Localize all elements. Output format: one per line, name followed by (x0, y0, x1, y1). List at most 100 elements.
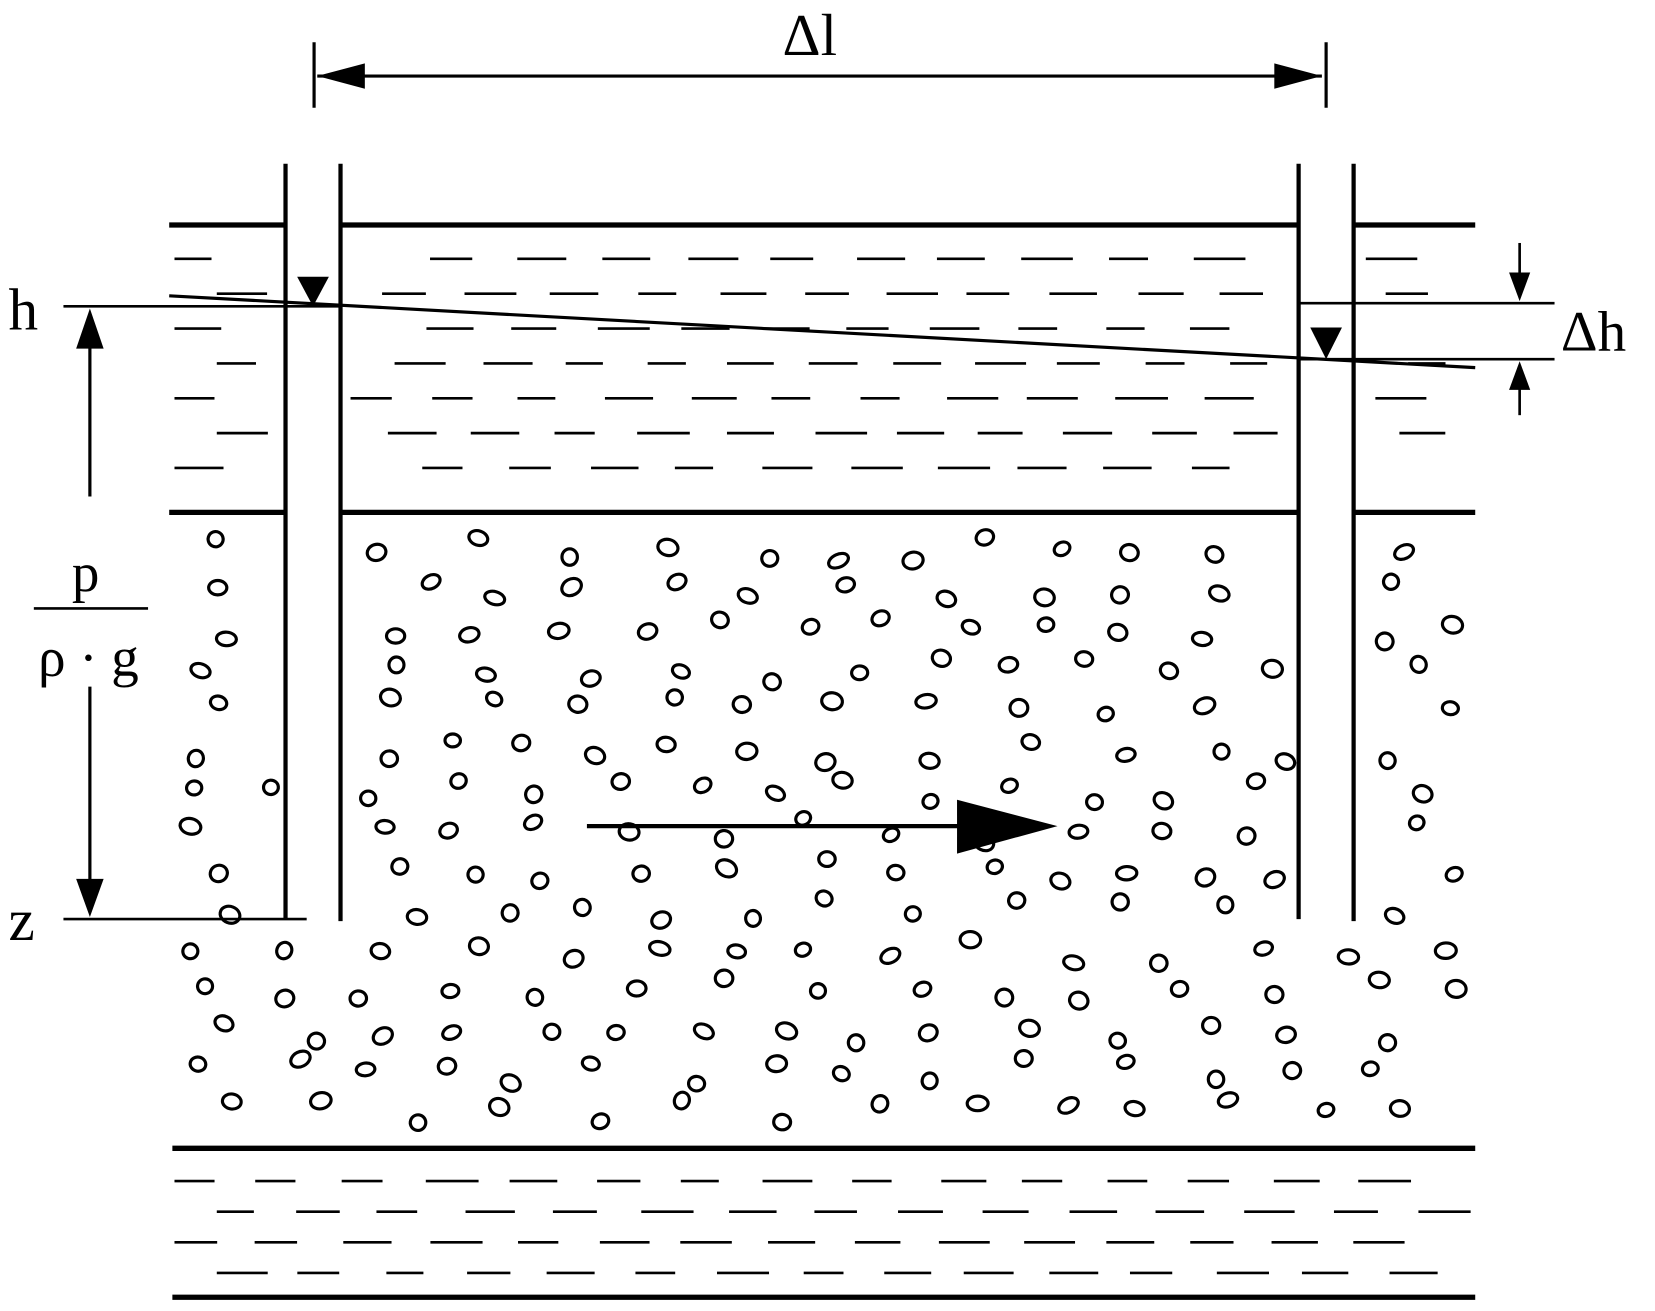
soil-grain (714, 858, 739, 879)
soil-grain (467, 528, 490, 548)
soil-grain (1216, 1091, 1240, 1109)
pressure-denominator-label: ρ · g (38, 627, 139, 688)
delta-h-label: Δh (1561, 301, 1626, 364)
soil-grain (827, 551, 850, 570)
soil-grain (309, 1091, 333, 1111)
soil-grain (1204, 544, 1225, 564)
soil-grain (1275, 1025, 1297, 1045)
soil-grain (1206, 1069, 1226, 1090)
soil-grain (1110, 892, 1130, 912)
soil-grain (1148, 953, 1169, 973)
soil-grain (1407, 814, 1426, 832)
soil-grain (488, 1096, 511, 1118)
soil-grain (731, 694, 753, 715)
soil-grain (1316, 1101, 1336, 1119)
soil-grain (530, 871, 550, 891)
soil-grain (1000, 777, 1019, 795)
soil-grain (390, 857, 410, 876)
soil-grain (1033, 587, 1056, 608)
soil-grain (579, 669, 602, 688)
soil-grain (590, 1112, 611, 1131)
flow-direction-arrowhead (957, 799, 1058, 854)
soil-grain (1114, 864, 1139, 882)
soil-grain (522, 813, 544, 832)
soil-grain (365, 542, 388, 563)
soil-grain (500, 903, 520, 923)
delta-l-label: Δl (783, 2, 838, 68)
soil-grain (374, 818, 396, 835)
soil-grain (184, 779, 204, 797)
soil-grain (772, 1112, 793, 1132)
soil-grain (1074, 650, 1095, 668)
soil-grain (1378, 751, 1397, 771)
soil-grain (1008, 697, 1030, 718)
soil-grain (686, 1074, 707, 1093)
soil-grain (181, 942, 200, 961)
soil-grain (525, 987, 545, 1007)
soil-grain (542, 1022, 562, 1041)
soil-grain (1201, 1015, 1222, 1036)
soil-grain (560, 576, 583, 598)
soil-grain (1409, 654, 1428, 674)
soil-grain (974, 528, 996, 547)
soil-grain (762, 672, 782, 692)
soil-grain (870, 609, 891, 628)
z-label: z (8, 887, 34, 953)
soil-grain (744, 908, 763, 928)
soil-grain (384, 627, 407, 645)
soil-grain (672, 1090, 692, 1111)
soil-grain (1444, 978, 1468, 999)
soil-grain (1109, 585, 1131, 605)
soil-grain (1020, 733, 1042, 752)
soil-grain (636, 622, 659, 641)
soil-grain (917, 1023, 939, 1043)
soil-grain (793, 941, 813, 958)
soil-grain (580, 1055, 601, 1072)
soil-grain (760, 548, 780, 568)
soil-grain (692, 1022, 715, 1041)
soil-grain (1433, 941, 1458, 960)
soil-grain (208, 694, 229, 712)
soil-grain (275, 940, 294, 961)
soil-grain (306, 1031, 327, 1051)
soil-grain (1282, 1060, 1303, 1081)
soil-grain (408, 1113, 428, 1133)
soil-grain (189, 661, 212, 680)
soil-grain (1381, 572, 1401, 591)
soil-grain (483, 589, 507, 607)
soil-grain (610, 772, 632, 791)
soil-grain (369, 941, 392, 961)
soil-grain (631, 864, 651, 883)
soil-grain (567, 694, 589, 714)
soil-grain (348, 989, 369, 1008)
soil-grain (726, 943, 748, 960)
soil-grain (713, 968, 735, 989)
soil-grain (765, 1054, 789, 1074)
soil-grain (960, 618, 982, 636)
z-arrow-down-head (76, 878, 104, 917)
soil-grain (1107, 622, 1129, 642)
soil-grain (831, 1064, 851, 1083)
soil-grain (218, 904, 242, 925)
soil-grain (1411, 783, 1434, 804)
soil-grain (1440, 700, 1460, 717)
soil-grain (371, 1026, 394, 1046)
h-arrow-up-head (76, 308, 104, 349)
soil-grain (1067, 990, 1090, 1011)
soil-grain (387, 655, 406, 675)
soil-grain (1013, 1049, 1034, 1069)
soil-grain (965, 1094, 990, 1113)
soil-grain (420, 572, 442, 591)
left-water-level-marker (297, 276, 329, 307)
soil-grain (378, 687, 402, 708)
soil-grain (261, 778, 280, 797)
soil-grain (1052, 540, 1072, 558)
soil-grain (820, 691, 844, 712)
soil-grain (474, 666, 497, 683)
soil-grain (886, 863, 906, 882)
delta-l-left-arrowhead (317, 63, 365, 89)
soil-grain (935, 589, 958, 609)
soil-grain (1236, 826, 1257, 846)
soil-grain (1253, 940, 1275, 957)
